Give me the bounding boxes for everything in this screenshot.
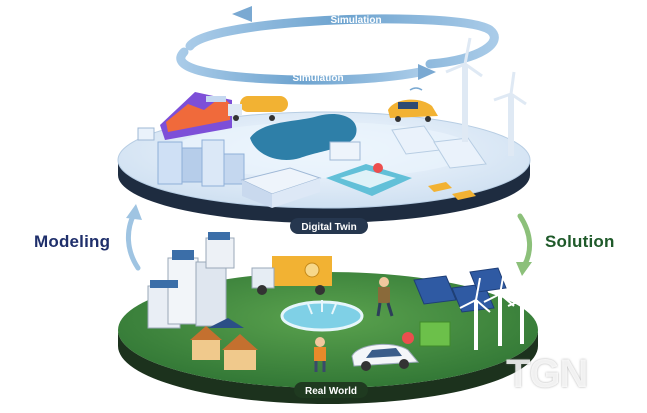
- residential-buildings: [147, 232, 235, 329]
- person-standing-icon: [314, 337, 326, 372]
- simulation-label-top: Simulation: [330, 15, 381, 26]
- digital-city-buildings: [157, 139, 245, 187]
- dashboard-panel-icon: [329, 141, 361, 161]
- digital-twin-label: Digital Twin: [290, 218, 368, 234]
- modeling-arrowhead: [126, 204, 142, 220]
- data-server-icon: [137, 127, 155, 141]
- solution-arrowhead: [516, 262, 532, 276]
- analytics-chart-icon: [160, 92, 232, 140]
- tgn-watermark: TGN: [506, 352, 588, 396]
- simulation-arrowhead-left: [232, 6, 252, 22]
- real-world-scene: [147, 232, 535, 372]
- digital-solar-panels-icon: [391, 125, 487, 169]
- digital-twin-rim: [118, 160, 530, 223]
- digital-twin-scene: [137, 37, 527, 208]
- modeling-arrow: [126, 204, 142, 271]
- electric-car-icon: [351, 343, 420, 371]
- solution-arrow: [516, 213, 532, 276]
- digital-wind-turbines-icon: [445, 37, 527, 156]
- ev-charger-icon: [402, 321, 451, 347]
- simulation-arrow-back: [185, 14, 499, 69]
- delivery-truck-icon: [251, 256, 332, 295]
- autonomous-car-icon: [388, 87, 438, 122]
- real-world-rim: [118, 330, 538, 404]
- houses-with-solar-roofs: [190, 318, 258, 370]
- modeling-label: Modeling: [34, 232, 111, 251]
- real-world-label-text: Real World: [305, 386, 357, 397]
- hospital-building-icon: [240, 167, 322, 208]
- battery-storage-icon: [428, 182, 476, 200]
- waterfront-map-icon: [326, 163, 412, 196]
- wind-turbines-icon: [459, 271, 535, 350]
- simulation-arrowhead-right: [418, 64, 436, 80]
- simulation-cycle: Simulation Simulation: [176, 6, 499, 85]
- person-walking-icon: [376, 277, 394, 317]
- solution-label: Solution: [545, 232, 615, 251]
- real-world-label: Real World: [294, 382, 368, 398]
- simulation-arrow-forward: [176, 47, 425, 85]
- simulation-label-bottom: Simulation: [292, 73, 343, 84]
- tanker-truck-icon: [228, 96, 288, 121]
- digital-twin-label-text: Digital Twin: [301, 222, 356, 233]
- fountain-plaza-icon: [280, 300, 364, 332]
